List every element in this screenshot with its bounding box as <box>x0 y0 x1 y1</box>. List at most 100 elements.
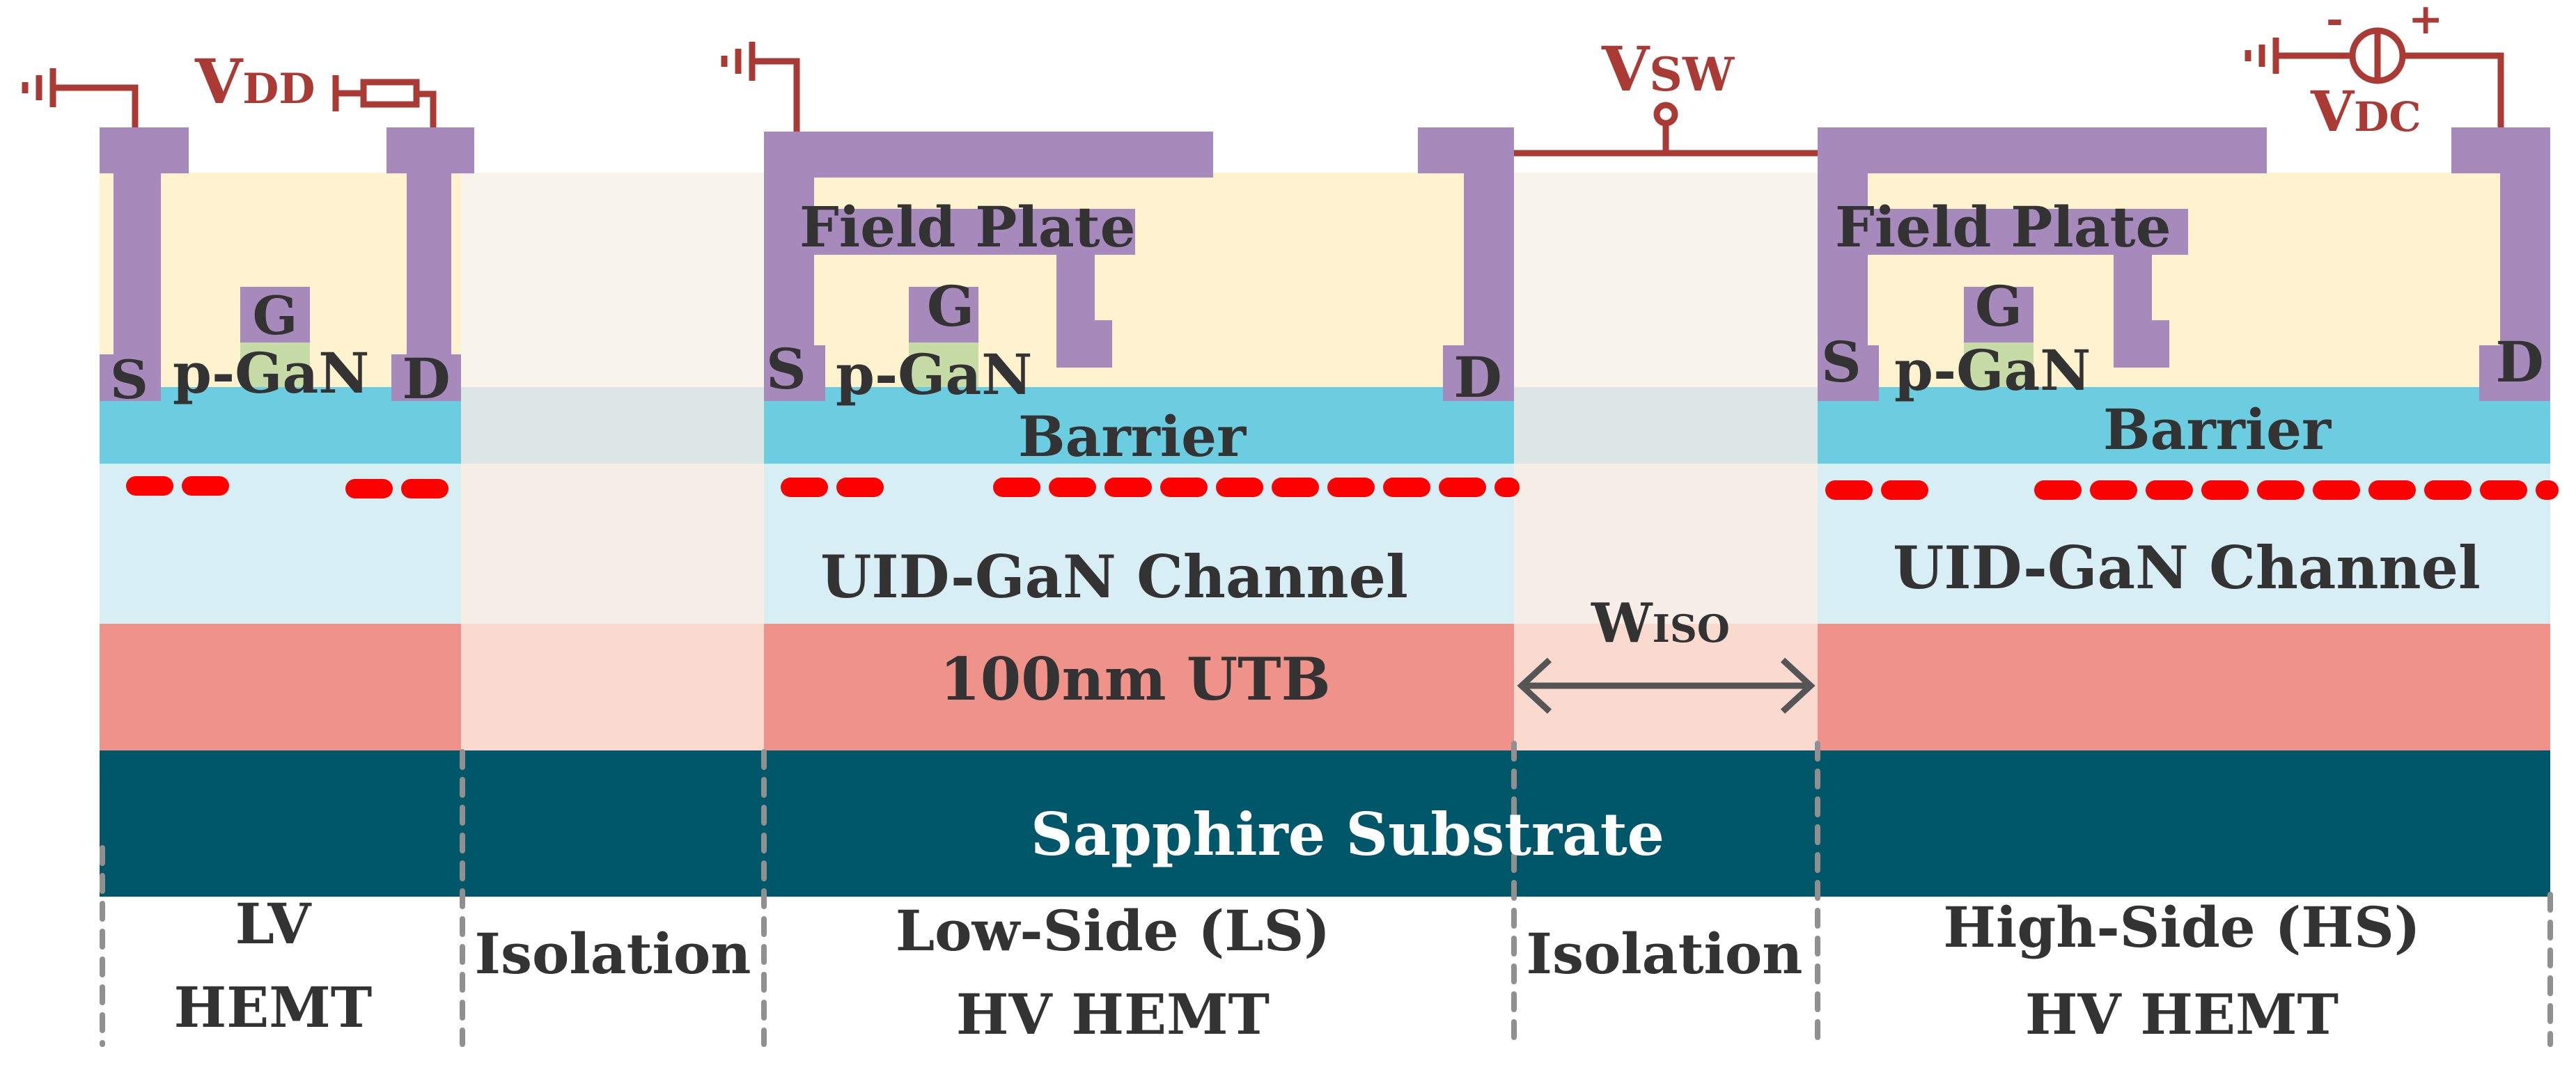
vsw-label: VSW <box>1601 33 1735 105</box>
hs-utb <box>1818 624 2550 750</box>
ls-drain-pad <box>1418 127 1514 173</box>
iso2-channel <box>1514 464 1818 624</box>
wiso-label: WISO <box>1591 592 1730 655</box>
ls-barrier <box>764 387 1514 464</box>
lv-utb <box>100 624 461 750</box>
ls-field-plate-drop <box>1056 255 1095 320</box>
ls-drain-label: D <box>1453 345 1501 410</box>
hs-source-post <box>1818 173 1868 356</box>
ls-pgan-block <box>909 343 978 387</box>
hs-source-pad <box>1818 127 2267 173</box>
hs-barrier-label: Barrier <box>2103 397 2332 462</box>
ls-utb <box>764 624 1514 750</box>
hs-drain-pad <box>2451 127 2550 173</box>
hs-field-plate-foot <box>2114 320 2169 368</box>
ls-utb-label: 100nm UTB <box>939 645 1330 714</box>
hs-passivation <box>1818 173 2550 387</box>
iso2-passivation <box>1514 173 1818 387</box>
hs-pgan-label: p-GaN <box>1894 338 2091 403</box>
iso1-passivation <box>461 173 764 387</box>
ls-source-pad <box>764 132 1213 178</box>
ls-channel-label: UID-GaN Channel <box>820 542 1408 611</box>
lv-gate-label: G <box>253 285 298 347</box>
region-lv-line1: LV <box>235 891 313 957</box>
ls-ground-wire <box>752 58 800 132</box>
hs-gate-label: G <box>1975 274 2022 339</box>
ls-source-post <box>764 178 814 355</box>
hs-channel-label: UID-GaN Channel <box>1893 533 2481 602</box>
ls-ground-icon <box>721 42 800 132</box>
ls-gate-metal <box>909 287 978 343</box>
iso1-barrier <box>461 387 764 464</box>
lv-drain-label: D <box>402 346 450 411</box>
electrical-labels: VDD VSW VDC - + WISO <box>194 0 2443 655</box>
sapphire-substrate <box>100 750 2550 897</box>
hs-pgan-block <box>1964 343 2034 387</box>
lv-gate-metal <box>240 287 310 343</box>
lv-source-pad <box>100 127 189 173</box>
region-iso2: Isolation <box>1527 921 1803 986</box>
region-ls-line2: HV HEMT <box>956 982 1270 1047</box>
layer-stack <box>100 173 2550 897</box>
ls-source-label: S <box>766 336 806 402</box>
lv-source-contact <box>100 354 161 401</box>
region-ls-line1: Low-Side (LS) <box>896 898 1330 963</box>
vdc-plus-label: + <box>2408 0 2443 44</box>
ls-gate-label: G <box>927 274 974 339</box>
vdc-wire <box>2404 52 2504 127</box>
ls-drain-contact <box>1443 345 1514 401</box>
vdc-source-icon <box>2245 27 2504 127</box>
ls-passivation <box>764 173 1514 387</box>
lv-ground-icon <box>22 68 139 127</box>
lv-source-label: S <box>110 349 148 411</box>
iso2-barrier <box>1514 387 1818 464</box>
lv-pgan-label: p-GaN <box>173 340 369 406</box>
metal-electrodes <box>100 127 2550 401</box>
vdd-resistor <box>360 79 420 108</box>
hs-drain-label: D <box>2495 329 2543 395</box>
wiso-arrow-left-head <box>1517 657 1552 714</box>
vdc-minus-label: - <box>2326 0 2343 44</box>
ls-field-plate-label: Field Plate <box>799 194 1136 260</box>
hs-source-label: S <box>1821 329 1861 395</box>
ls-field-plate-foot <box>1056 320 1112 368</box>
lv-ground-wire <box>53 84 139 127</box>
region-hs-line2: HV HEMT <box>2025 982 2339 1047</box>
region-dividers <box>100 741 2553 1047</box>
hs-barrier <box>1818 387 2550 464</box>
device-labels: S G p-GaN D Field Plate G S p-GaN D Barr… <box>110 194 2544 869</box>
vsw-node-icon <box>1514 102 1818 157</box>
hs-field-plate-drop <box>2114 255 2152 320</box>
region-iso1: Isolation <box>475 921 751 986</box>
vdd-label: VDD <box>194 45 315 118</box>
hs-drain-contact <box>2479 345 2550 401</box>
lv-pgan-block <box>240 343 310 387</box>
hs-field-plate-label: Field Plate <box>1835 194 2171 260</box>
substrate-label: Sapphire Substrate <box>1031 800 1664 869</box>
vdd-wire <box>416 90 437 127</box>
lv-drain-post <box>407 173 451 354</box>
region-labels: LV HEMT Isolation Low-Side (LS) HV HEMT … <box>174 891 2421 1047</box>
hs-gate-metal <box>1964 287 2034 343</box>
region-hs-line1: High-Side (HS) <box>1943 895 2420 960</box>
ls-field-plate-bar <box>808 209 1135 255</box>
vdc-label: VDC <box>2310 79 2421 144</box>
vsw-terminal <box>1653 102 1678 127</box>
circuit-wiring <box>22 27 2504 157</box>
ls-barrier-label: Barrier <box>1018 404 1247 469</box>
wiso-arrow <box>1517 657 1816 714</box>
hs-field-plate-bar <box>1861 209 2188 255</box>
ls-source-contact <box>764 345 825 401</box>
twodeg-lines <box>126 476 2559 500</box>
pgan-blocks <box>240 343 2034 387</box>
iso1-utb <box>461 624 764 750</box>
lv-drain-contact <box>391 354 461 401</box>
ls-drain-post <box>1464 173 1514 354</box>
region-lv-line2: HEMT <box>174 975 373 1040</box>
iso1-channel <box>461 464 764 624</box>
lv-drain-pad <box>387 127 474 173</box>
hs-source-contact <box>1818 345 1879 401</box>
wiso-arrow-right-head <box>1780 657 1816 714</box>
